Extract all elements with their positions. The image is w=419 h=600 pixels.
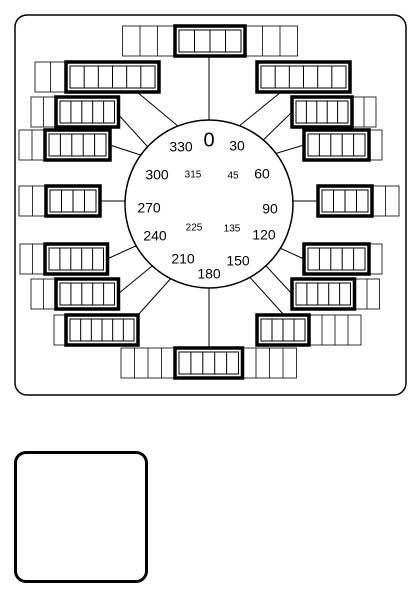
bold-box-180 <box>173 346 245 380</box>
leader-lines <box>100 56 318 348</box>
contact-block-270 <box>18 184 102 218</box>
inner-cells-45 <box>307 133 366 157</box>
contact-block-330 <box>34 60 161 94</box>
leader-line-30 <box>237 91 282 128</box>
contact-block-315 <box>18 128 112 162</box>
contact-block-90 <box>316 184 400 218</box>
contact-block-60 <box>290 95 377 129</box>
angle-label-150: 150 <box>226 253 250 269</box>
contact-block-210 <box>53 313 140 347</box>
outline-cells-45 <box>368 129 383 161</box>
contact-block-180 <box>120 346 297 380</box>
inner-cells-315 <box>48 133 107 157</box>
angle-label-60: 60 <box>254 166 270 182</box>
angle-label-180: 180 <box>197 266 221 282</box>
angle-label-315: 315 <box>185 170 202 181</box>
angle-label-30: 30 <box>229 138 245 154</box>
dial-circle <box>124 119 294 289</box>
inner-cells-60 <box>295 100 349 124</box>
leader-line-150 <box>245 272 285 316</box>
angle-label-120: 120 <box>252 227 276 243</box>
contact-block-0 <box>122 24 298 58</box>
angle-label-270: 270 <box>137 200 161 216</box>
contact-block-120 <box>302 242 383 276</box>
inner-cells-225 <box>59 282 115 306</box>
bold-box-225 <box>54 277 121 311</box>
bold-box-45 <box>302 128 371 162</box>
inner-cells-300 <box>59 100 115 124</box>
bold-box-135 <box>290 277 357 311</box>
outline-cells-0 <box>244 25 298 57</box>
bold-box-315 <box>43 128 112 162</box>
bold-box-240 <box>43 242 110 276</box>
outline-cells-210 <box>53 314 67 346</box>
outline-cells-120 <box>368 243 383 275</box>
angle-label-210: 210 <box>171 251 195 267</box>
leader-line-240 <box>106 243 141 260</box>
inner-cells-180 <box>178 351 239 375</box>
bold-box-60 <box>290 95 354 129</box>
contact-block-225 <box>30 277 121 311</box>
angle-label-45: 45 <box>227 171 239 182</box>
empty-panel <box>14 451 148 583</box>
angle-label-225: 225 <box>186 223 203 234</box>
inner-cells-135 <box>295 282 351 306</box>
bold-box-120 <box>302 242 371 276</box>
angle-label-330: 330 <box>169 139 193 155</box>
contact-block-45 <box>302 128 383 162</box>
outline-cells-0 <box>122 25 176 57</box>
contact-block-30 <box>255 60 352 94</box>
angle-label-300: 300 <box>145 167 169 183</box>
inner-cells-120 <box>307 247 366 271</box>
leader-line-330 <box>136 91 180 128</box>
contact-blocks <box>18 24 400 380</box>
bold-box-300 <box>54 95 121 129</box>
angle-label-135: 135 <box>224 224 241 235</box>
inner-cells-240 <box>48 247 104 271</box>
angle-label-240: 240 <box>143 228 167 244</box>
contact-block-300 <box>30 95 121 129</box>
contact-block-150 <box>255 313 362 347</box>
angle-label-90: 90 <box>262 201 278 217</box>
contact-block-135 <box>290 277 380 311</box>
angle-label-0: 0 <box>203 129 214 151</box>
contact-block-240 <box>19 242 110 276</box>
